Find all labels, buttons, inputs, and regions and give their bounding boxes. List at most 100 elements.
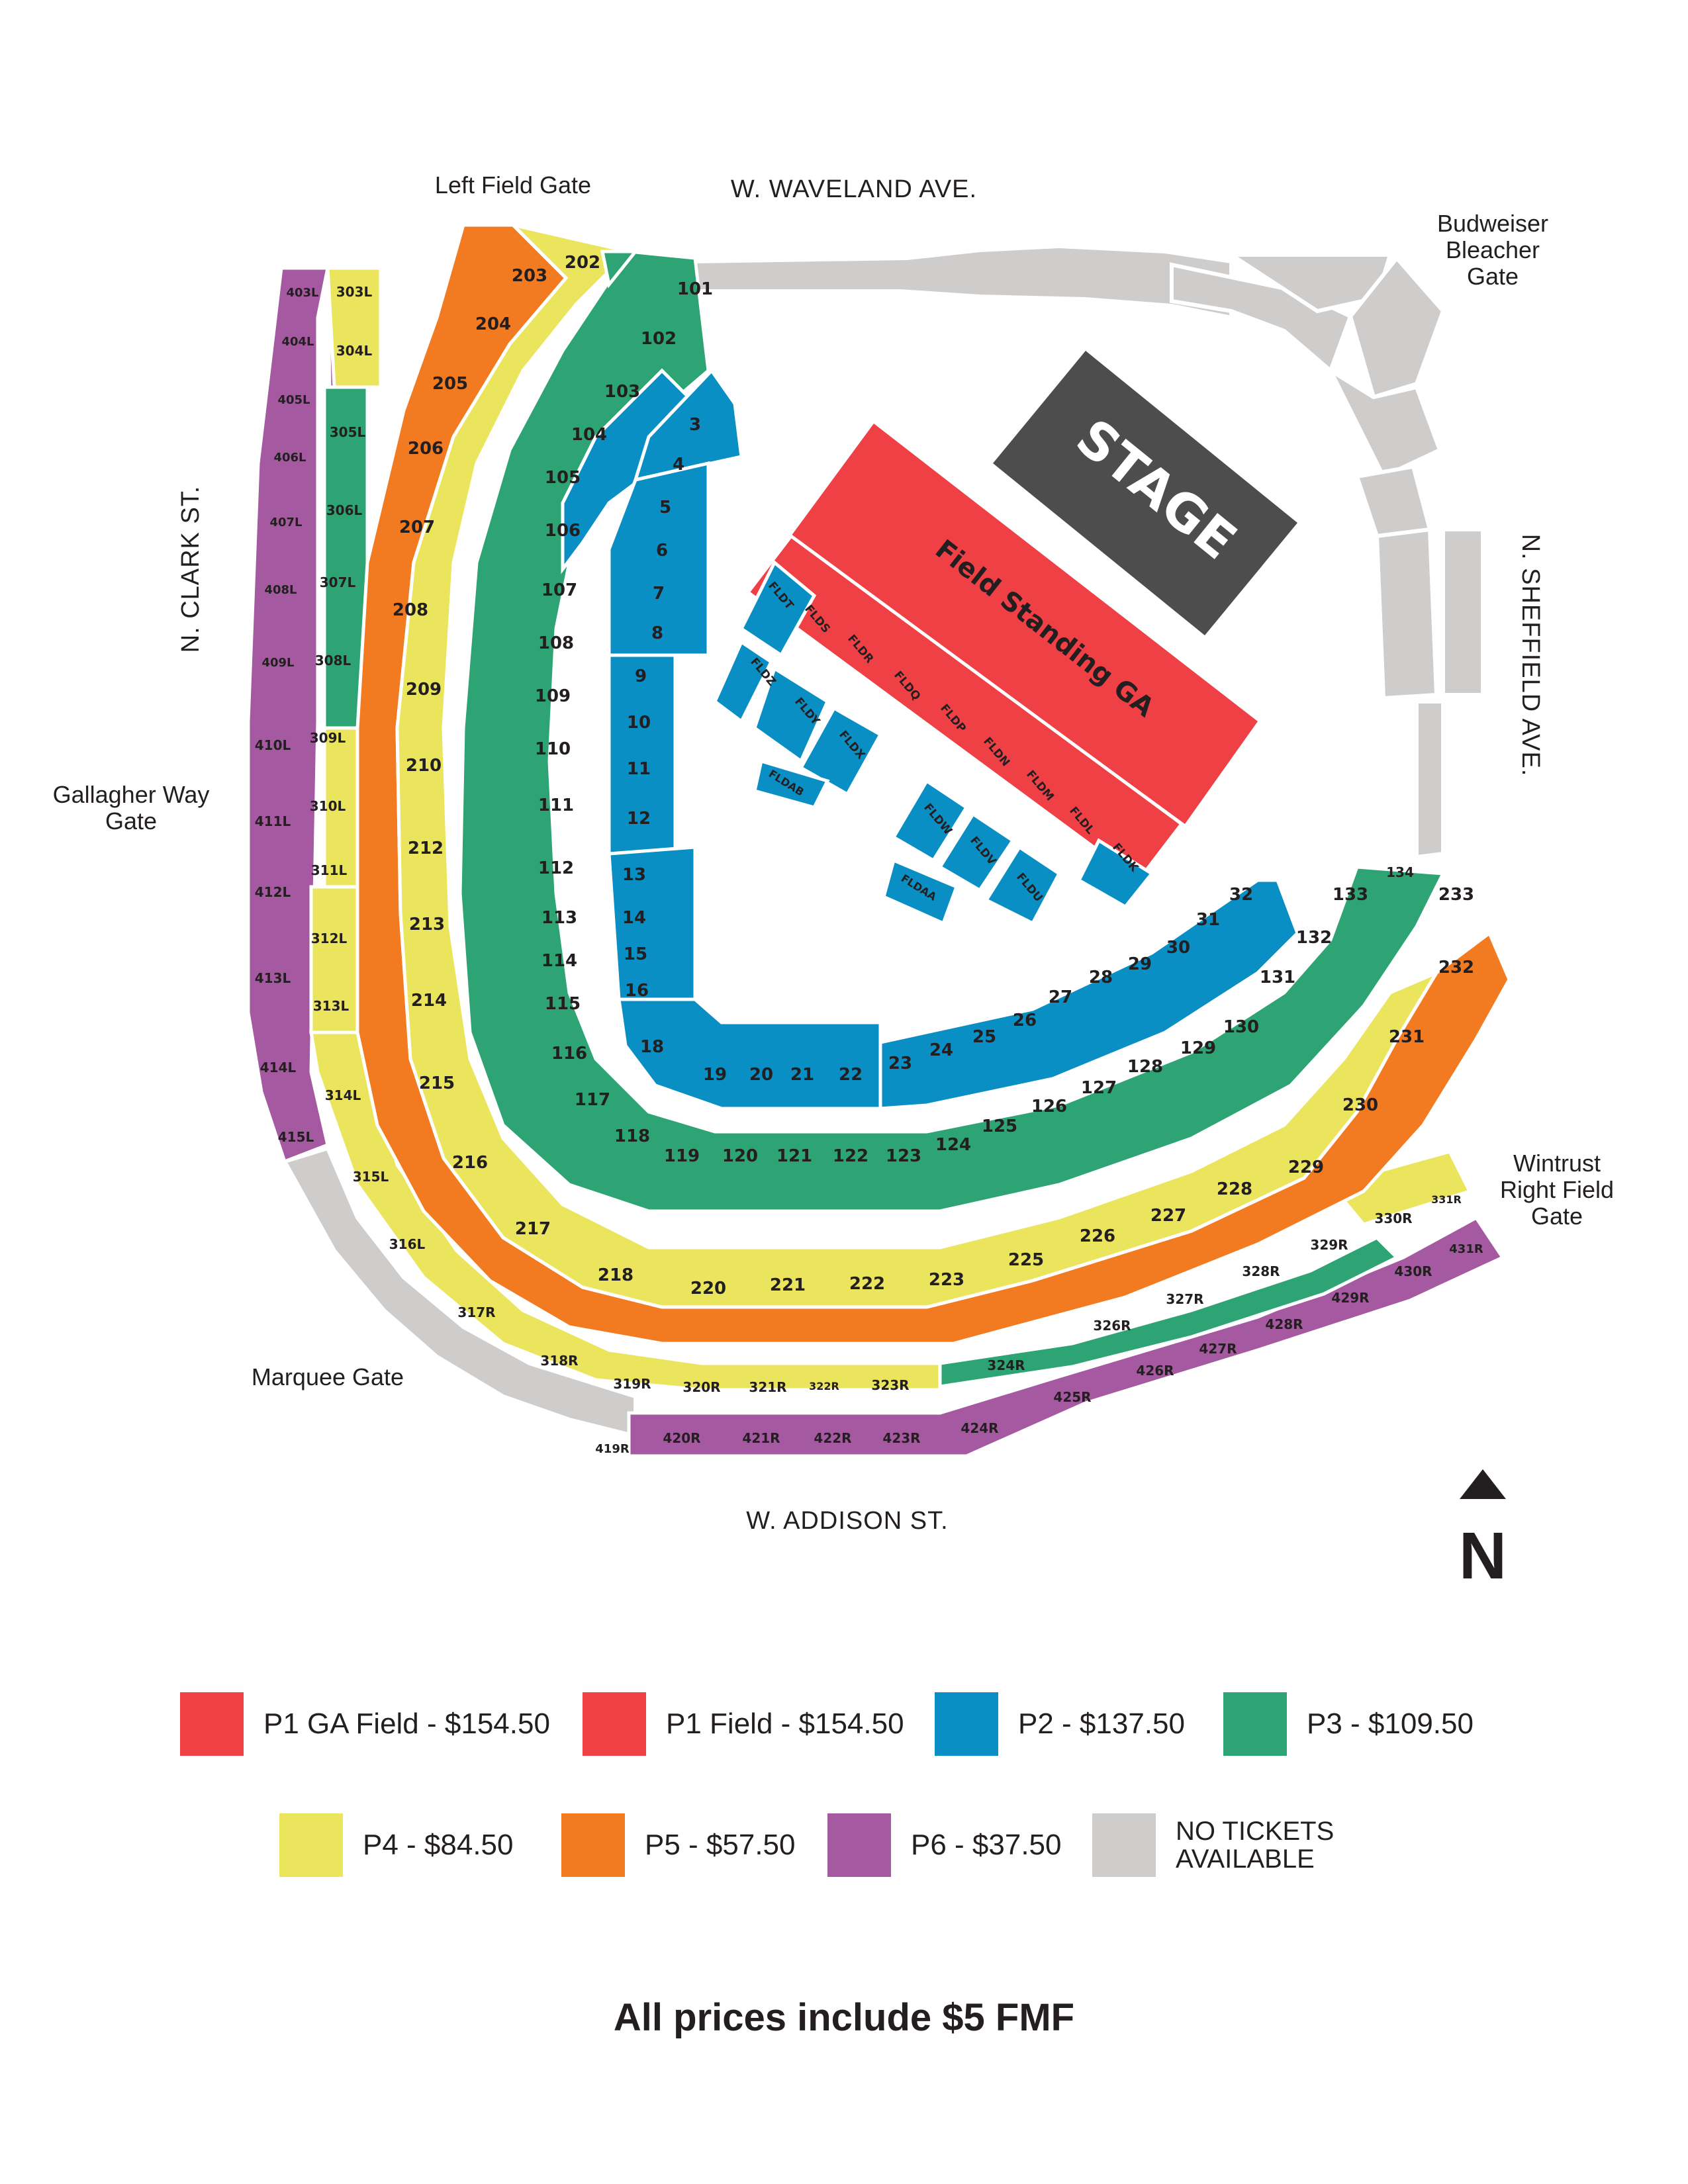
section-label: 403L [286,286,318,300]
section-label: 210 [406,756,442,776]
p2-infield-sections [561,368,1299,1111]
section-label: 125 [982,1116,1017,1136]
legend-swatch [827,1813,891,1877]
p4-outer-ring [309,266,1472,1392]
section-label: 28 [1089,968,1113,987]
section-label: 32 [1229,885,1253,905]
section-label: 8 [651,623,663,643]
section-label: 14 [622,908,646,928]
section-label: 30 [1166,938,1190,958]
section-label: 124 [935,1135,971,1155]
section-label: 23 [888,1054,912,1073]
section-label: 220 [690,1279,726,1298]
section-label: 310L [310,798,346,814]
section-label: 410L [255,737,291,753]
section-label: 101 [677,279,713,299]
p4-inner-ring [395,222,1441,1309]
stadium-seating-map: STAGE Field Standing GA 101 102 103 104 … [53,171,1614,1593]
section-label: 127 [1081,1078,1117,1098]
section-label: 12 [627,809,651,829]
legend-label: P6 - $37.50 [911,1829,1062,1861]
section-label: 203 [512,266,547,286]
legend-item-p1-ga: P1 GA Field - $154.50 [180,1692,550,1756]
legend-item-p3: P3 - $109.50 [1223,1692,1474,1756]
legend-swatch [561,1813,625,1877]
section-label: 226 [1080,1226,1115,1246]
section-label: 233 [1438,885,1474,905]
legend-item-p4: P4 - $84.50 [279,1813,514,1877]
gate-bleacher-line2: Bleacher [1446,236,1540,263]
gate-wintrust-line1: Wintrust [1513,1150,1601,1177]
section-label: 427R [1199,1341,1237,1357]
section-label: 22 [839,1065,863,1085]
compass-letter: N [1459,1519,1507,1593]
section-label: 422R [814,1430,851,1446]
section-label: 314L [325,1087,361,1103]
section-label: 227 [1150,1206,1186,1226]
section-label: 13 [622,865,646,885]
section-label: 19 [703,1065,727,1085]
stage: STAGE [993,351,1297,635]
legend-label: P3 - $109.50 [1307,1707,1474,1740]
legend-label: NO TICKETS AVAILABLE [1176,1817,1334,1873]
section-label: 305L [330,424,366,440]
compass: N [1459,1469,1507,1593]
gate-bleacher-line1: Budweiser [1437,210,1548,237]
section-label: 31 [1196,910,1220,930]
legend-swatch [279,1813,343,1877]
section-label: 9 [635,666,647,686]
section-label: 331R [1431,1193,1462,1206]
section-label: 6 [656,541,668,561]
section-label: 121 [776,1146,812,1166]
section-label: 115 [545,994,581,1014]
gate-bleacher-line3: Gate [1467,263,1519,290]
section-label: 326R [1093,1318,1131,1334]
section-label: 228 [1217,1179,1252,1199]
legend-label: P4 - $84.50 [363,1829,514,1861]
gate-wintrust-line3: Gate [1531,1203,1583,1230]
section-label: 11 [627,759,651,779]
section-label: 104 [571,425,607,445]
north-arrow-icon [1460,1469,1506,1499]
section-label: 217 [515,1219,551,1239]
section-label: 4 [673,455,684,475]
section-label: 408L [264,583,297,597]
gate-wintrust-line2: Right Field [1500,1176,1614,1203]
section-label: 3 [689,415,701,435]
section-label: 328R [1242,1263,1280,1279]
section-label: 420R [663,1430,700,1446]
section-label: 431R [1449,1242,1483,1256]
section-label: 232 [1438,958,1474,978]
street-east: N. SHEFFIELD AVE. [1517,534,1544,777]
legend-label-line: NO TICKETS [1176,1817,1335,1846]
section-label: 231 [1389,1027,1425,1047]
section-label: 317R [457,1304,495,1320]
section-label: 212 [408,839,444,858]
gate-labels: Left Field Gate Budweiser Bleacher Gate … [53,171,1614,1390]
section-label: 414L [260,1060,297,1075]
section-label: 223 [929,1270,964,1290]
section-label: 415L [278,1129,314,1145]
section-label: 421R [742,1430,780,1446]
legend-label: P1 Field - $154.50 [666,1707,904,1740]
section-label: 309L [310,730,346,746]
section-label: 209 [406,680,442,700]
section-label: 307L [320,574,356,590]
section-label: 404L [281,335,314,349]
section-label: 132 [1296,928,1332,948]
section-label: 423R [882,1430,920,1446]
section-label: 311L [311,862,348,878]
section-label: 312L [311,931,348,946]
section-label: 128 [1127,1057,1163,1077]
section-label: 321R [749,1379,786,1395]
section-label: 117 [575,1090,610,1110]
section-label: 303L [336,284,373,300]
section-label: 118 [614,1126,650,1146]
section-label: 222 [849,1274,885,1294]
gate-gallagher-line2: Gate [105,807,157,835]
section-label: 206 [408,439,444,459]
p6-ring [246,266,1505,1458]
legend-item-p1-field: P1 Field - $154.50 [583,1692,904,1756]
section-label: 205 [432,374,468,394]
section-label: 413L [255,970,291,986]
